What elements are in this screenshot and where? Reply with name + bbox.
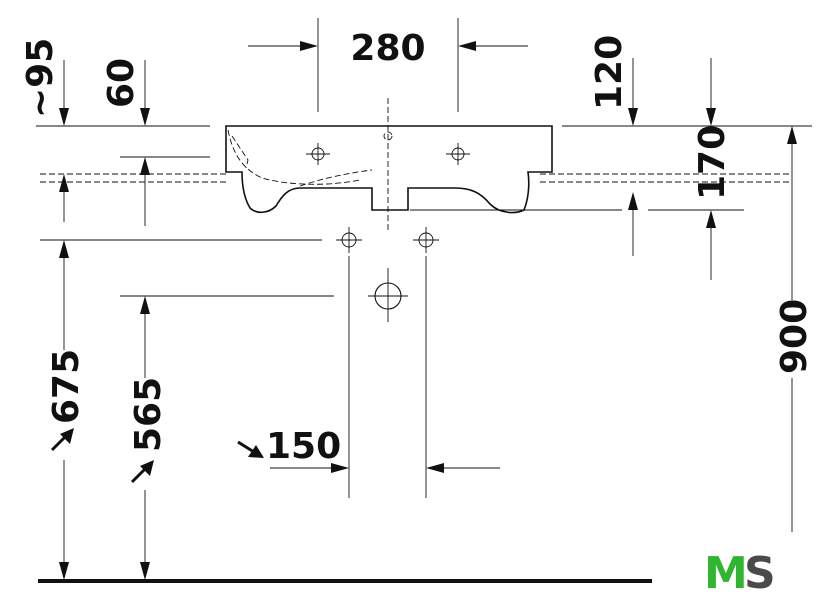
dimension-150: 150 (237, 256, 500, 498)
dimension-280: 280 (248, 18, 528, 112)
dimension-label-675: 675 (46, 349, 87, 424)
tap-hole-left-icon (306, 143, 330, 165)
dimension-label-280: 280 (350, 28, 425, 69)
dimension-95: ~95 (20, 38, 69, 222)
drain-connection-icon (368, 268, 408, 322)
dimension-label-60: 60 (101, 58, 142, 108)
dimension-900: 900 (774, 126, 815, 532)
dimension-label-120: 120 (589, 35, 630, 110)
dimension-label-565: 565 (128, 377, 169, 452)
dimension-170: 170 (692, 58, 733, 280)
dimension-565: 565 (128, 296, 169, 580)
dimension-label-95: ~95 (20, 38, 61, 118)
dimension-675: 675 (46, 240, 87, 580)
ms-logo: M S (704, 548, 776, 599)
supply-connection-right-icon (413, 227, 439, 253)
dimension-label-170: 170 (692, 125, 733, 200)
logo-letter-s: S (744, 548, 776, 599)
dimension-120: 120 (589, 35, 638, 256)
dimension-label-150: 150 (266, 426, 341, 467)
tap-hole-right-icon (446, 143, 470, 165)
supply-connection-left-icon (336, 227, 362, 253)
logo-letter-m: M (704, 548, 748, 599)
dimension-label-900: 900 (774, 299, 815, 374)
washbasin-outline (225, 125, 553, 214)
dimension-60: 60 (101, 58, 150, 226)
overflow-hole-icon (383, 131, 393, 141)
